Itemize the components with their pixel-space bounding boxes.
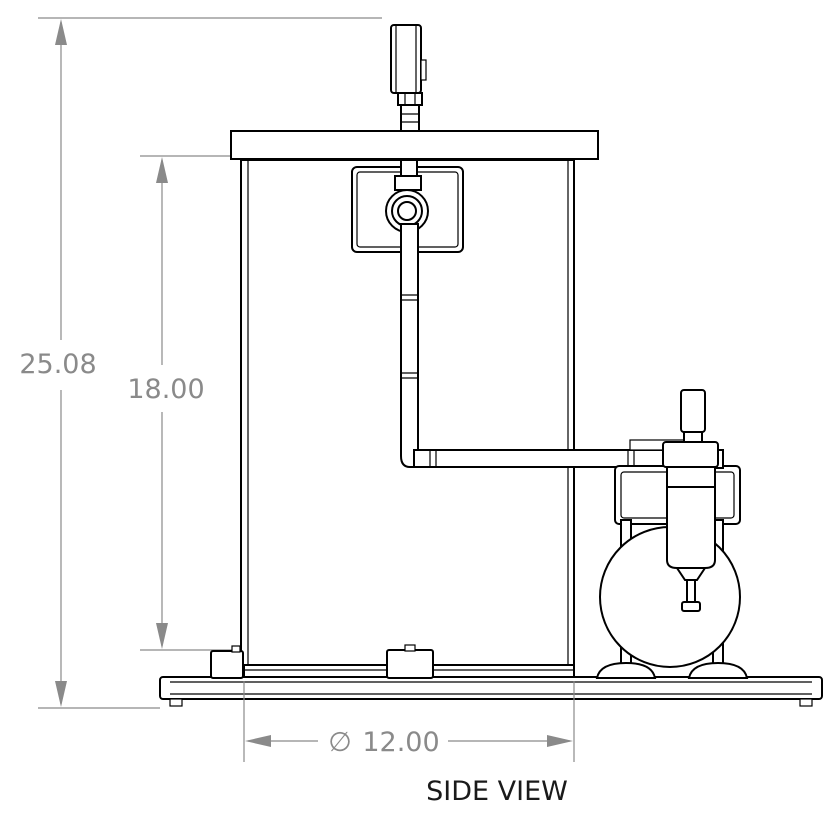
gauge-stem [400, 104, 420, 132]
valve-center [397, 201, 417, 221]
view-label: SIDE VIEW [426, 776, 568, 807]
overall-height-dimension: 25.08 [19, 17, 382, 709]
diameter-symbol: ∅ [328, 727, 352, 758]
overall-height-arrow-bottom [55, 681, 67, 707]
overall-height-label: 25.08 [19, 349, 96, 380]
tank-clamp-center [386, 649, 434, 679]
tank-clamp-center-bolt [404, 644, 416, 652]
filter-collar [666, 466, 716, 488]
filter-drain-knob [681, 601, 701, 612]
tank-height-dimension: 18.00 [127, 155, 232, 651]
tank-lid [230, 130, 599, 160]
valve-top-fitting [400, 159, 418, 177]
filter-regulator [662, 389, 719, 612]
valve-top-nut [394, 175, 422, 191]
overall-height-arrow-top [55, 19, 67, 45]
filter-bowl-tip [675, 567, 707, 581]
valve-panel [351, 159, 464, 253]
tank-clamp-left [210, 650, 244, 679]
regulator-knob [680, 389, 706, 433]
tube-horizontal [413, 449, 693, 468]
diameter-arrow-left [245, 735, 271, 747]
tube-vertical [400, 223, 419, 468]
gauge-side-knob [420, 59, 427, 81]
regulator-neck [683, 431, 703, 443]
tank-height-arrow-top [156, 157, 168, 183]
tank-height-arrow-bottom [156, 623, 168, 649]
tank-height-label: 18.00 [127, 374, 204, 405]
pump-foot-right [687, 661, 749, 679]
pump-foot-left [595, 661, 657, 679]
filter-drain-stem [686, 579, 696, 603]
diameter-dimension: ∅ 12.00 [243, 681, 575, 762]
pressure-gauge [390, 24, 427, 132]
base-plate-body [159, 676, 823, 700]
base-foot-left [169, 698, 183, 707]
base-foot-right [799, 698, 813, 707]
tank-clamp-left-bolt [231, 645, 241, 653]
base-plate [159, 676, 823, 707]
diameter-arrow-right [547, 735, 573, 747]
gauge-hex-nut [397, 92, 423, 106]
regulator-head [662, 441, 719, 468]
filter-bowl [666, 486, 716, 569]
diameter-label: 12.00 [362, 727, 439, 758]
